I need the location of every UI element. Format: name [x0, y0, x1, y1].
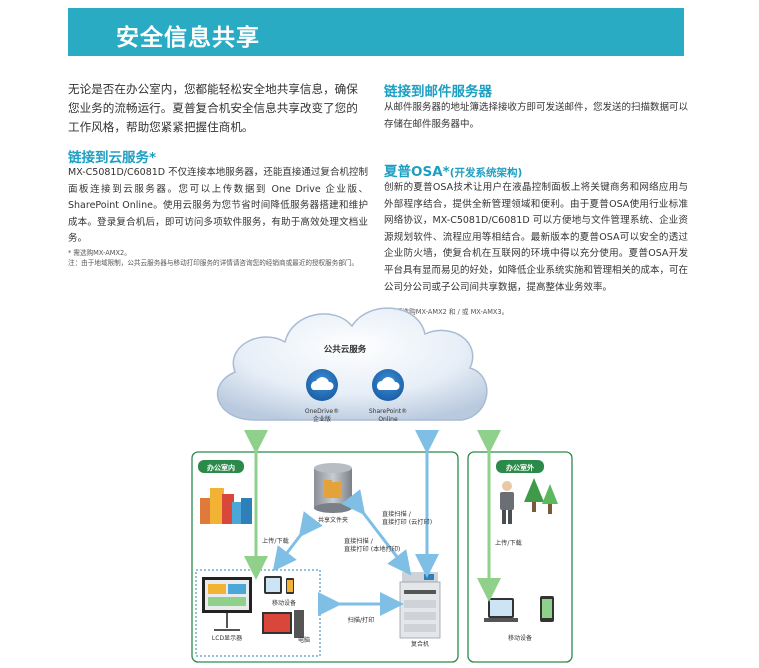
- pc-label: 电脑: [298, 636, 310, 644]
- upload-right-label: 上传/下载: [495, 539, 522, 547]
- header-bar: 安全信息共享: [68, 8, 684, 56]
- mobile-outside-icon: [484, 596, 554, 622]
- cloud-section-body: MX-C5081D/C6081D 不仅连接本地服务器，还能直接通过复合机控制面板…: [68, 167, 368, 245]
- onedrive-icon: [306, 369, 338, 401]
- shared-folder-icon: [314, 463, 352, 513]
- cloud-note-1: * 需选购MX-AMX2。: [68, 249, 131, 257]
- osa-title-sub: (开发系统架构): [449, 167, 523, 179]
- mobile-label: 移动设备: [272, 599, 296, 607]
- office-inside-tag: [198, 460, 244, 473]
- mfp-icon: [399, 572, 441, 639]
- intro-text: 无论是否在办公室内，您都能轻松安全地共享信息，确保您业务的流畅运行。夏普复合机安…: [68, 82, 358, 134]
- folder-device-arrow: [272, 511, 323, 572]
- lcd-label: LCD显示器: [212, 635, 242, 642]
- cloud-label: 公共云服务: [324, 344, 367, 355]
- office-outside-label: 办公室外: [506, 463, 534, 472]
- sharepoint-label-1: SharePoint®: [369, 408, 407, 415]
- person-icon: [500, 481, 514, 524]
- direct-scan-local-label-2: 直接打印 (本地打印): [344, 545, 400, 553]
- mobile-outside-label: 移动设备: [508, 634, 532, 642]
- osa-title-main: 夏普OSA*: [384, 164, 450, 180]
- office-outside-tag: [496, 460, 544, 473]
- mfp-label: 复合机: [411, 640, 429, 648]
- local-scan-arrow: [341, 489, 412, 576]
- onedrive-label-1: OneDrive®: [305, 408, 339, 415]
- page-title: 安全信息共享: [116, 25, 260, 51]
- sharepoint-label-2: Online: [378, 416, 398, 423]
- direct-scan-local-label-1: 直接扫描 /: [344, 537, 374, 545]
- cloud-section-title: 链接到云服务*: [68, 150, 157, 166]
- office-inside-label: 办公室内: [207, 463, 235, 472]
- upload-left-label: 上传/下载: [262, 537, 289, 545]
- direct-scan-label-1: 直接扫描 /: [382, 510, 412, 518]
- mobile-device-icon: [264, 576, 294, 594]
- tree-icon: [524, 478, 558, 514]
- office-outside-box: [467, 451, 573, 663]
- sharepoint-icon: [372, 369, 404, 401]
- osa-note: * 需要选购MX-AMX2 和 / 或 MX-AMX3。: [384, 308, 509, 316]
- direct-scan-label-2: 直接打印 (云打印): [382, 518, 432, 526]
- lcd-display-icon: [202, 577, 252, 631]
- mail-section-title: 链接到邮件服务器: [384, 84, 492, 100]
- mail-section-body: 从邮件服务器的地址簿选择接收方即可发送邮件，您发送的扫描数据可以存储在邮件服务器…: [384, 102, 689, 130]
- osa-section-body: 创新的夏普OSA技术让用户在液晶控制面板上将关键商务和网络应用与外部程序结合，提…: [384, 182, 689, 293]
- shared-folder-label: 共享文件夹: [318, 516, 348, 524]
- pc-icon: [262, 610, 304, 638]
- cloud-note-2: 注：由于地域限制，公共云服务器与移动打印服务的详情请咨询您的经销商或最近的授权服…: [68, 259, 359, 267]
- cloud-shape: [216, 307, 488, 421]
- scan-print-label: 扫描/打印: [348, 616, 375, 624]
- osa-section-title: 夏普OSA*(开发系统架构): [384, 160, 522, 180]
- onedrive-label-2: 企业版: [313, 415, 331, 423]
